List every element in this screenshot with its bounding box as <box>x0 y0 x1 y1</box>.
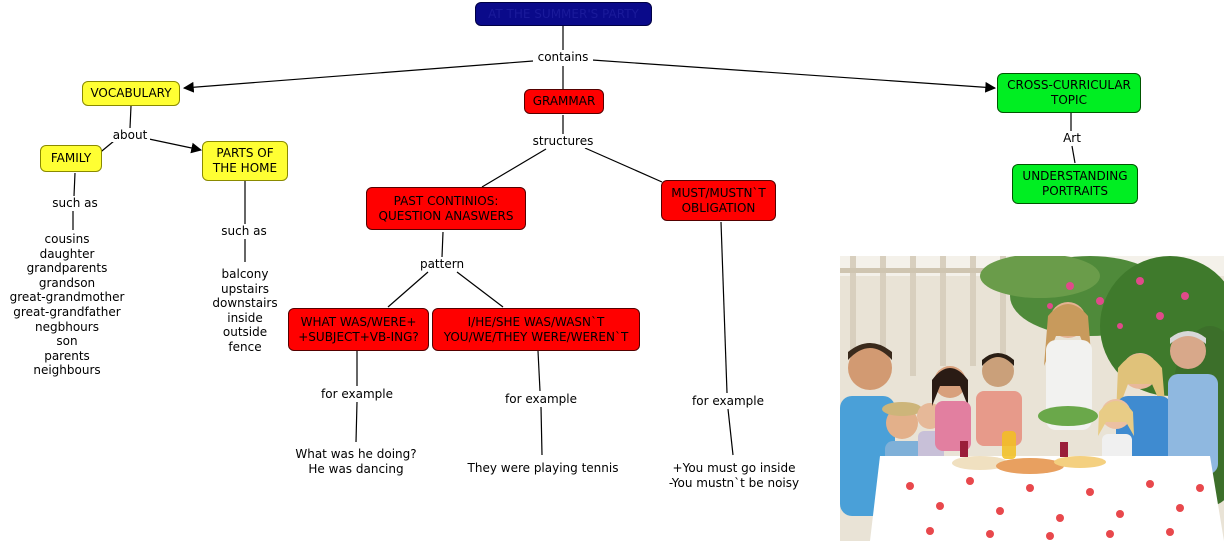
example-statement: They were playing tennis <box>467 461 619 475</box>
home-word-list: balcony upstairs downstairs inside outsi… <box>212 267 278 354</box>
family-party-photo <box>840 256 1224 541</box>
link-label-structures: structures <box>530 134 596 148</box>
title-node[interactable]: AT THE SUMMER'S PARTY <box>475 2 652 26</box>
link-label-for-example-2: for example <box>502 392 580 406</box>
link-label-for-example-3: for example <box>689 394 767 408</box>
example-must: +You must go inside -You mustn`t be nois… <box>668 461 800 490</box>
i-he-she-was-node[interactable]: I/HE/SHE WAS/WASN`T YOU/WE/THEY WERE/WER… <box>432 308 640 351</box>
must-mustnt-node[interactable]: MUST/MUSTN`T OBLIGATION <box>661 180 776 221</box>
vocabulary-node[interactable]: VOCABULARY <box>82 81 180 106</box>
link-label-contains: contains <box>533 50 593 64</box>
link-label-pattern: pattern <box>416 257 468 271</box>
family-node[interactable]: FAMILY <box>40 145 102 172</box>
link-label-such-as-family: such as <box>50 196 100 210</box>
grammar-node[interactable]: GRAMMAR <box>524 89 604 114</box>
link-label-for-example-1: for example <box>318 387 396 401</box>
link-label-about: about <box>110 128 150 142</box>
example-question: What was he doing? He was dancing <box>295 447 417 476</box>
parts-of-home-node[interactable]: PARTS OF THE HOME <box>202 141 288 181</box>
what-was-were-node[interactable]: WHAT WAS/WERE+ +SUBJECT+VB-ING? <box>288 308 429 351</box>
link-label-such-as-home: such as <box>218 224 270 238</box>
cross-curricular-node[interactable]: CROSS-CURRICULAR TOPIC <box>997 73 1141 113</box>
understanding-portraits-node[interactable]: UNDERSTANDING PORTRAITS <box>1012 164 1138 204</box>
link-label-art: Art <box>1058 131 1086 145</box>
past-continuous-node[interactable]: PAST CONTINIOS: QUESTION ANASWERS <box>366 187 526 230</box>
family-word-list: cousins daughter grandparents grandson g… <box>9 232 125 378</box>
